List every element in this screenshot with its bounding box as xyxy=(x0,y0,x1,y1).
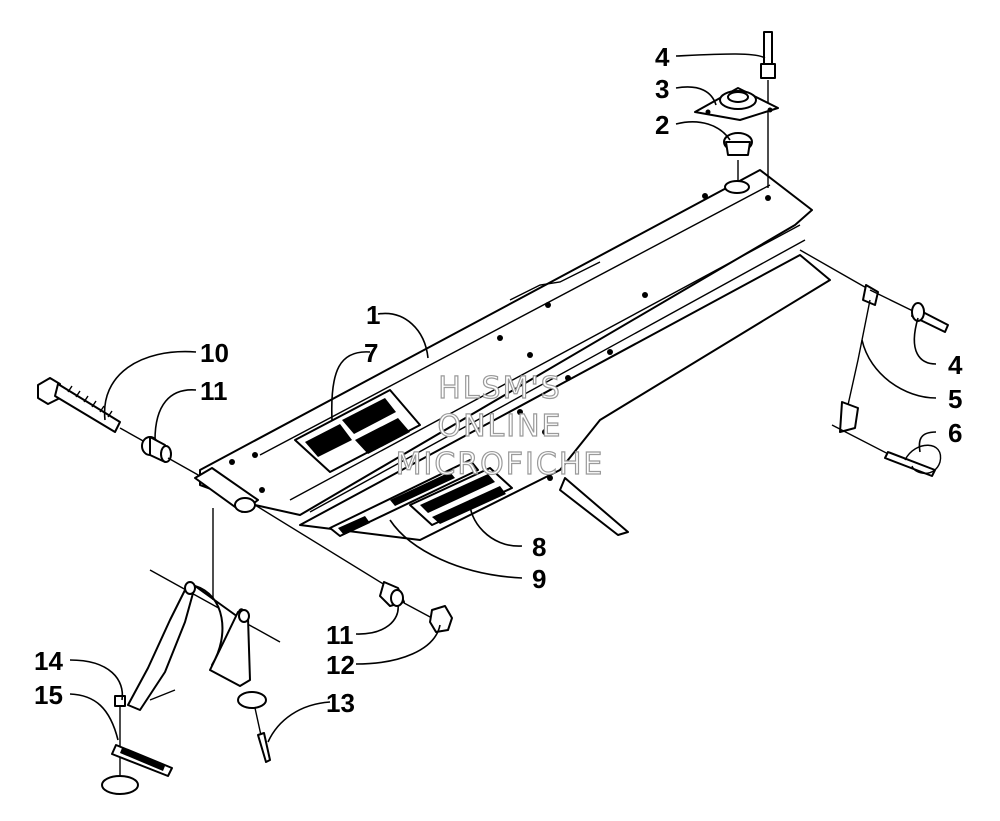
cable-part-5 xyxy=(799,249,901,461)
callout-labels: 1 2 3 4 4 5 6 7 8 9 10 11 11 12 13 14 15 xyxy=(34,42,963,718)
watermark-line-3: MICROFICHE xyxy=(396,447,605,482)
watermark-line-1: HLSM'S xyxy=(438,371,562,406)
callout-8: 8 xyxy=(532,532,546,562)
leader-lines xyxy=(69,53,937,743)
grommet-part-2 xyxy=(723,132,753,182)
decal-part-8 xyxy=(409,467,513,526)
callout-6: 6 xyxy=(948,418,962,448)
washer-part-13 xyxy=(237,691,271,763)
bushing-part-11-lower xyxy=(254,504,405,607)
decal-part-7 xyxy=(294,389,421,473)
callout-14: 14 xyxy=(34,646,63,676)
callout-12: 12 xyxy=(326,650,355,680)
watermark: HLSM'S ONLINE MICROFICHE xyxy=(395,370,605,482)
pin-part-15 xyxy=(101,695,173,795)
callout-3: 3 xyxy=(655,74,669,104)
bushing-part-11-upper xyxy=(141,436,201,477)
callout-11-lower: 11 xyxy=(326,620,354,650)
pin-part-4-side xyxy=(869,289,949,333)
nut-part-12 xyxy=(403,602,453,633)
rivet-part-4-top xyxy=(760,31,776,188)
watermark-line-2: ONLINE xyxy=(437,409,562,444)
callout-11-upper: 11 xyxy=(200,376,228,406)
callout-4-side: 4 xyxy=(948,350,963,380)
callout-4-top: 4 xyxy=(655,42,670,72)
callout-15: 15 xyxy=(34,680,63,710)
bracket-part-3 xyxy=(694,87,779,121)
hitch-clip-part-6 xyxy=(884,444,942,477)
callout-2: 2 xyxy=(655,110,669,140)
bolt-part-10 xyxy=(37,377,146,443)
callout-10: 10 xyxy=(200,338,229,368)
callout-13: 13 xyxy=(326,688,355,718)
callout-9: 9 xyxy=(532,564,546,594)
callout-5: 5 xyxy=(948,384,962,414)
callout-1: 1 xyxy=(366,300,380,330)
kickstand-part-14 xyxy=(127,508,281,711)
callout-7: 7 xyxy=(364,338,378,368)
decal-part-9 xyxy=(329,459,479,537)
running-board-part-1 xyxy=(194,169,831,541)
